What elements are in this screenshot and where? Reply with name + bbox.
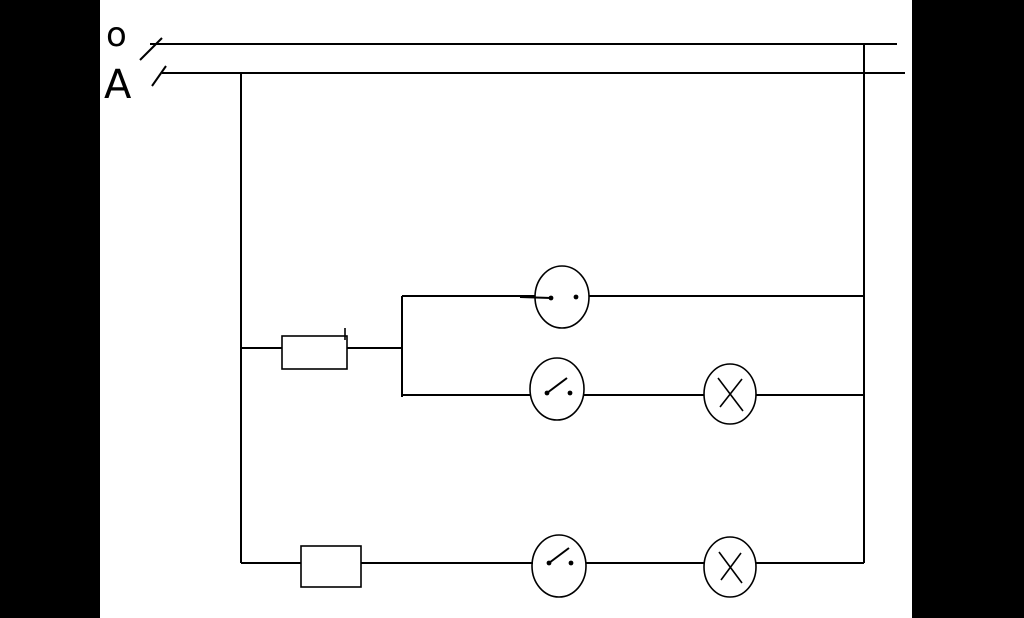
lamp-1 [703, 363, 757, 425]
switch-2 [531, 534, 587, 598]
switch-1 [529, 357, 585, 421]
line-label-o: o [106, 15, 127, 55]
fuse-2 [300, 545, 362, 588]
neutral-line [139, 37, 897, 61]
fuse-1 [281, 328, 348, 370]
phase-line [151, 65, 905, 87]
line-label-a: A [104, 62, 132, 108]
socket-outlet [519, 265, 590, 329]
lamp-2 [703, 536, 757, 598]
diagram-canvas [100, 0, 912, 618]
